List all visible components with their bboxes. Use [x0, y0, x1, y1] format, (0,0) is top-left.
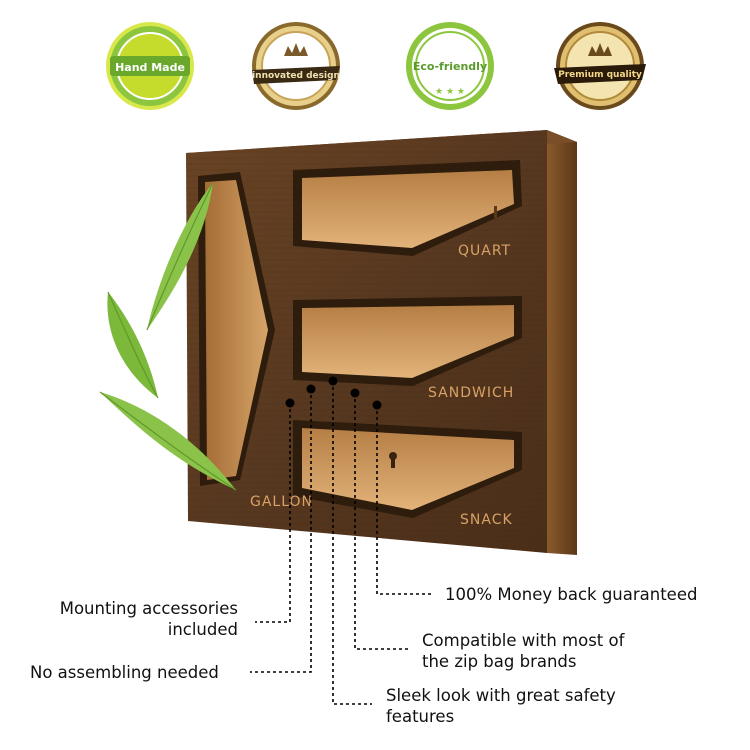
eco-friendly-badge-icon: Eco-friendly ★ ★ ★	[406, 22, 494, 110]
slot-label-snack: SNACK	[460, 512, 513, 528]
eco-friendly-label: Eco-friendly	[413, 60, 487, 73]
innovated-design-badge: innovated design	[250, 20, 342, 112]
box-side	[547, 130, 577, 555]
hand-made-badge: Hand Made	[104, 20, 196, 112]
feature-sleek-line1: Sleek look with great safety	[386, 686, 616, 705]
crown-icon	[588, 43, 612, 56]
slot-label-gallon: GALLON	[250, 494, 313, 510]
feature-no-assembly: No assembling needed	[30, 663, 219, 682]
premium-quality-badge-icon: Premium quality	[554, 22, 646, 110]
innovated-design-label: innovated design	[252, 71, 340, 81]
premium-quality-label: Premium quality	[558, 70, 642, 80]
slot-label-quart: QUART	[458, 243, 511, 259]
feature-sleek-line2: features	[386, 707, 455, 726]
crown-icon	[284, 43, 308, 56]
hand-made-label: Hand Made	[115, 61, 185, 74]
premium-quality-badge: Premium quality	[554, 20, 646, 112]
feature-compatible-line1: Compatible with most of	[422, 631, 625, 650]
stars-icon: ★ ★ ★	[435, 87, 465, 97]
hand-made-badge-icon: Hand Made	[106, 22, 194, 110]
feature-sleek: Sleek look with great safety features	[386, 685, 616, 727]
feature-compatible-line2: the zip bag brands	[422, 652, 577, 671]
callout-lines	[250, 381, 432, 705]
feature-mounting: Mounting accessories included	[30, 598, 238, 640]
feature-money-back: 100% Money back guaranteed	[445, 585, 698, 604]
feature-mounting-line1: Mounting accessories	[59, 599, 238, 618]
innovated-design-badge-icon: innovated design	[252, 22, 340, 110]
eco-friendly-badge: Eco-friendly ★ ★ ★	[404, 20, 496, 112]
feature-mounting-line2: included	[167, 620, 238, 639]
slot-label-sandwich: SANDWICH	[428, 385, 514, 401]
bamboo-leaf-icon	[147, 183, 213, 330]
bamboo-leaf-icon	[100, 392, 236, 490]
feature-compatible: Compatible with most of the zip bag bran…	[422, 630, 624, 672]
